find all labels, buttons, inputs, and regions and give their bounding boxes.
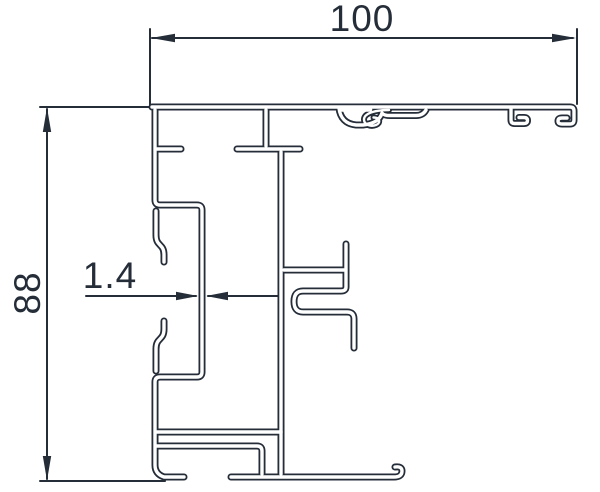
arrowhead-down-icon — [42, 456, 52, 481]
lower-partition-wall — [153, 442, 266, 478]
dimension-labels: 100 88 1.4 — [7, 0, 395, 315]
profile-walls-outline — [148, 103, 578, 481]
arrowhead-left-icon — [151, 33, 175, 43]
profile-walls-core — [150, 105, 576, 479]
height-dimension-value: 88 — [7, 271, 48, 314]
arrowhead-up-icon — [42, 107, 52, 132]
arrowhead-thickness-left-icon — [176, 291, 198, 301]
dimension-arrowheads — [42, 33, 576, 481]
width-dimension-value: 100 — [330, 0, 395, 39]
arrowhead-right-icon — [552, 33, 576, 43]
arrowhead-thickness-right-icon — [206, 291, 228, 301]
dimension-lines — [39, 28, 578, 482]
thickness-dimension-value: 1.4 — [83, 255, 137, 296]
